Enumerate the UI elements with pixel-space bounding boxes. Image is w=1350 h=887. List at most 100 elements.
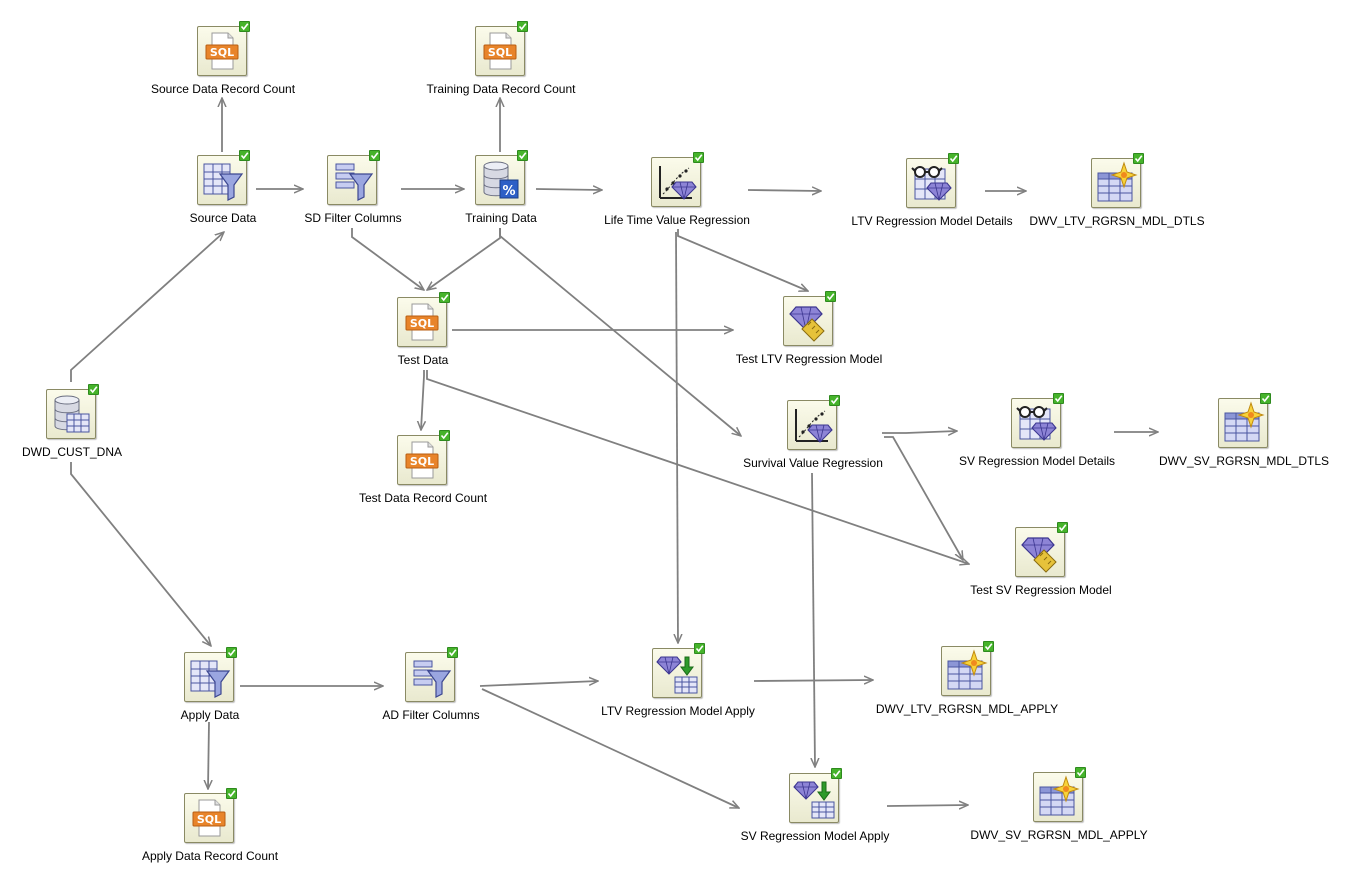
node-training-data[interactable]: % Training Data: [421, 150, 581, 237]
edge-ltv-regression-to-ltv-model-apply[interactable]: [676, 231, 678, 643]
node-sv-model-apply[interactable]: SV Regression Model Apply: [735, 768, 895, 855]
svg-text:SQL: SQL: [488, 46, 512, 59]
node-test-ltv-model[interactable]: Test LTV Regression Model: [729, 291, 889, 378]
sql-query-icon: SQL: [197, 26, 247, 76]
node-sv-regression[interactable]: Survival Value Regression: [733, 395, 893, 482]
filter-table-icon: [184, 652, 234, 702]
edge-sv-regression-to-sv-model-details[interactable]: [882, 431, 957, 433]
edge-ad-filter-columns-to-ltv-model-apply[interactable]: [479, 681, 598, 687]
regression-build-icon: [787, 400, 837, 450]
edge-apply-data-to-apply-data-record-count[interactable]: [208, 721, 209, 789]
edge-training-data-to-ltv-regression[interactable]: [535, 189, 602, 190]
success-check-icon: [1133, 153, 1144, 164]
svg-text:%: %: [502, 184, 515, 199]
model-test-icon: [783, 296, 833, 346]
model-apply-icon: [652, 648, 702, 698]
node-test-data-record-count[interactable]: SQL Test Data Record Count: [343, 430, 503, 517]
node-ad-filter-columns[interactable]: AD Filter Columns: [351, 647, 511, 734]
node-test-sv-model[interactable]: Test SV Regression Model: [961, 522, 1121, 609]
svg-text:SQL: SQL: [197, 813, 221, 826]
node-dwv-sv-rgrsn-mdl-apply[interactable]: DWV_SV_RGRSN_MDL_APPLY: [970, 767, 1148, 854]
success-check-icon: [88, 384, 99, 395]
edge-ltv-regression-to-ltv-model-details[interactable]: [747, 190, 821, 191]
success-check-icon: [439, 292, 450, 303]
success-check-icon: [948, 153, 959, 164]
edge-sd-filter-columns-to-test-data[interactable]: [351, 228, 424, 290]
success-check-icon: [239, 21, 250, 32]
success-check-icon: [829, 395, 840, 406]
node-source-data[interactable]: Source Data: [143, 150, 303, 237]
node-label: DWV_SV_RGRSN_MDL_APPLY: [970, 828, 1148, 842]
node-apply-data[interactable]: Apply Data: [130, 647, 290, 734]
edge-ltv-model-apply-to-dwv-ltv-rgrsn-mdl-apply[interactable]: [753, 680, 873, 681]
node-label: Apply Data Record Count: [141, 849, 279, 863]
node-ltv-model-apply[interactable]: LTV Regression Model Apply: [598, 643, 758, 730]
node-dwd-cust-dna[interactable]: DWD_CUST_DNA: [0, 384, 152, 471]
node-label: DWD_CUST_DNA: [21, 445, 122, 459]
node-label: AD Filter Columns: [382, 708, 480, 722]
filter-columns-icon: [405, 652, 455, 702]
node-label: LTV Regression Model Apply: [601, 704, 755, 718]
success-check-icon: [1053, 393, 1064, 404]
edge-sv-regression-to-sv-model-apply[interactable]: [812, 472, 815, 767]
success-check-icon: [447, 647, 458, 658]
node-label: SV Regression Model Apply: [740, 829, 890, 843]
svg-text:SQL: SQL: [410, 317, 434, 330]
sql-query-icon: SQL: [475, 26, 525, 76]
filter-table-icon: [197, 155, 247, 205]
node-label: SD Filter Columns: [304, 211, 402, 225]
output-table-icon: [941, 646, 991, 696]
node-dwv-ltv-rgrsn-mdl-apply[interactable]: DWV_LTV_RGRSN_MDL_APPLY: [876, 641, 1058, 728]
node-dwv-sv-rgrsn-mdl-dtls[interactable]: DWV_SV_RGRSN_MDL_DTLS: [1159, 393, 1329, 480]
success-check-icon: [1260, 393, 1271, 404]
node-training-data-record-count[interactable]: SQL Training Data Record Count: [421, 21, 581, 108]
success-check-icon: [517, 21, 528, 32]
node-ltv-model-details[interactable]: LTV Regression Model Details: [851, 153, 1013, 240]
node-ltv-regression[interactable]: Life Time Value Regression: [597, 152, 757, 239]
node-test-data[interactable]: SQL Test Data: [343, 292, 503, 379]
success-check-icon: [693, 152, 704, 163]
success-check-icon: [369, 150, 380, 161]
edge-dwd-cust-dna-to-apply-data[interactable]: [70, 462, 211, 646]
node-label: LTV Regression Model Details: [851, 214, 1013, 228]
node-dwv-ltv-rgrsn-mdl-dtls[interactable]: DWV_LTV_RGRSN_MDL_DTLS: [1029, 153, 1205, 240]
success-check-icon: [517, 150, 528, 161]
edge-test-data-to-test-sv-model[interactable]: [426, 370, 969, 564]
edge-test-data-to-test-data-record-count[interactable]: [421, 370, 424, 430]
success-check-icon: [226, 788, 237, 799]
node-source-data-record-count[interactable]: SQL Source Data Record Count: [143, 21, 303, 108]
sql-query-icon: SQL: [397, 435, 447, 485]
svg-text:SQL: SQL: [210, 46, 234, 59]
success-check-icon: [226, 647, 237, 658]
node-label: SV Regression Model Details: [958, 454, 1116, 468]
output-table-icon: [1091, 158, 1141, 208]
sql-query-icon: SQL: [397, 297, 447, 347]
node-label: Source Data Record Count: [150, 82, 296, 96]
edge-training-data-to-sv-regression[interactable]: [499, 228, 741, 436]
success-check-icon: [983, 641, 994, 652]
node-sv-model-details[interactable]: SV Regression Model Details: [957, 393, 1117, 480]
node-label: Source Data: [189, 211, 257, 225]
node-label: Test Data: [397, 353, 449, 367]
edge-sv-model-apply-to-dwv-sv-rgrsn-mdl-apply[interactable]: [886, 805, 968, 806]
node-label: Test Data Record Count: [358, 491, 488, 505]
node-sd-filter-columns[interactable]: SD Filter Columns: [273, 150, 433, 237]
edge-training-data-to-test-data[interactable]: [427, 228, 501, 290]
output-table-icon: [1033, 772, 1083, 822]
model-details-icon: [906, 158, 956, 208]
edge-sv-regression-to-test-sv-model[interactable]: [884, 436, 963, 560]
success-check-icon: [1075, 767, 1086, 778]
node-label: Survival Value Regression: [743, 456, 883, 470]
edge-dwd-cust-dna-to-source-data[interactable]: [70, 232, 224, 382]
edge-ad-filter-columns-to-sv-model-apply[interactable]: [481, 688, 739, 809]
success-check-icon: [825, 291, 836, 302]
success-check-icon: [1057, 522, 1068, 533]
node-label: Training Data: [465, 211, 537, 225]
sample-split-icon: %: [475, 155, 525, 205]
node-label: Test SV Regression Model: [970, 583, 1112, 597]
node-label: Training Data Record Count: [426, 82, 576, 96]
edge-ltv-regression-to-test-ltv-model[interactable]: [677, 229, 808, 291]
regression-build-icon: [651, 157, 701, 207]
node-apply-data-record-count[interactable]: SQL Apply Data Record Count: [130, 788, 290, 875]
model-apply-icon: [789, 773, 839, 823]
